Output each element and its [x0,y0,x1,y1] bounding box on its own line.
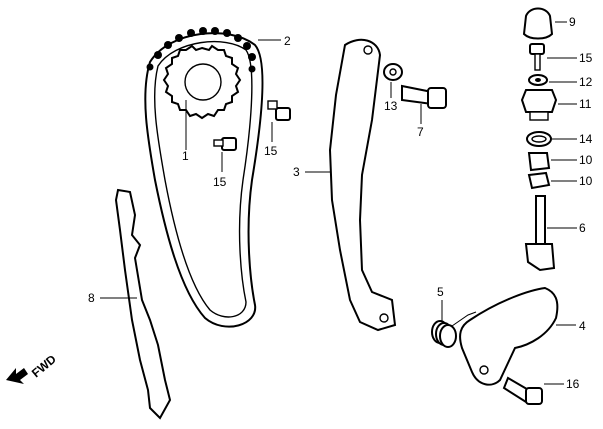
callout-5: 5 [437,285,444,299]
callout-11: 11 [579,97,592,111]
tensioner-arm [459,286,576,386]
callout-13: 13 [384,99,398,113]
callout-4: 4 [579,319,586,333]
sprocket-bolt-right [267,100,291,142]
callout-9: 9 [569,15,576,29]
chain-guide [100,188,172,420]
pivot-bolt [401,84,447,124]
cam-chain [144,27,264,328]
tensioner-bolt [502,376,564,405]
forward-arrow-icon [6,368,28,384]
callout-1: 1 [182,149,189,163]
push-rod-lower [527,171,577,190]
callout-16: 16 [566,377,580,391]
callout-15-right: 15 [579,51,593,65]
callout-6: 6 [579,221,586,235]
callout-7: 7 [417,125,424,139]
callout-15-middle: 15 [264,144,278,158]
callout-12: 12 [579,75,593,89]
callout-8: 8 [88,291,95,305]
o-ring [526,131,577,147]
callout-labels: 1 2 3 4 5 6 7 8 9 10 10 11 12 13 14 15 1… [88,15,593,391]
forward-direction-indicator: FWD [6,352,59,384]
push-rod-upper [527,152,577,172]
washer [383,63,403,98]
sealing-cap [522,7,567,40]
tensioner-spring [431,300,477,348]
callout-2: 2 [284,34,291,48]
tensioner-holder [520,89,577,121]
cap-bolt [529,43,577,71]
sprocket-bolt-left [213,137,237,172]
tensioner-slipper [305,38,397,332]
callout-3: 3 [293,165,300,179]
cam-sprocket [162,44,242,150]
chain-rollers [146,27,256,73]
callout-10-lower: 10 [579,174,593,188]
callout-14: 14 [579,132,593,146]
forward-label: FWD [29,352,59,381]
tensioner-push-rod [524,195,577,272]
sealing-washer [528,74,577,86]
callout-10-upper: 10 [579,153,593,167]
callout-15-left: 15 [213,175,227,189]
